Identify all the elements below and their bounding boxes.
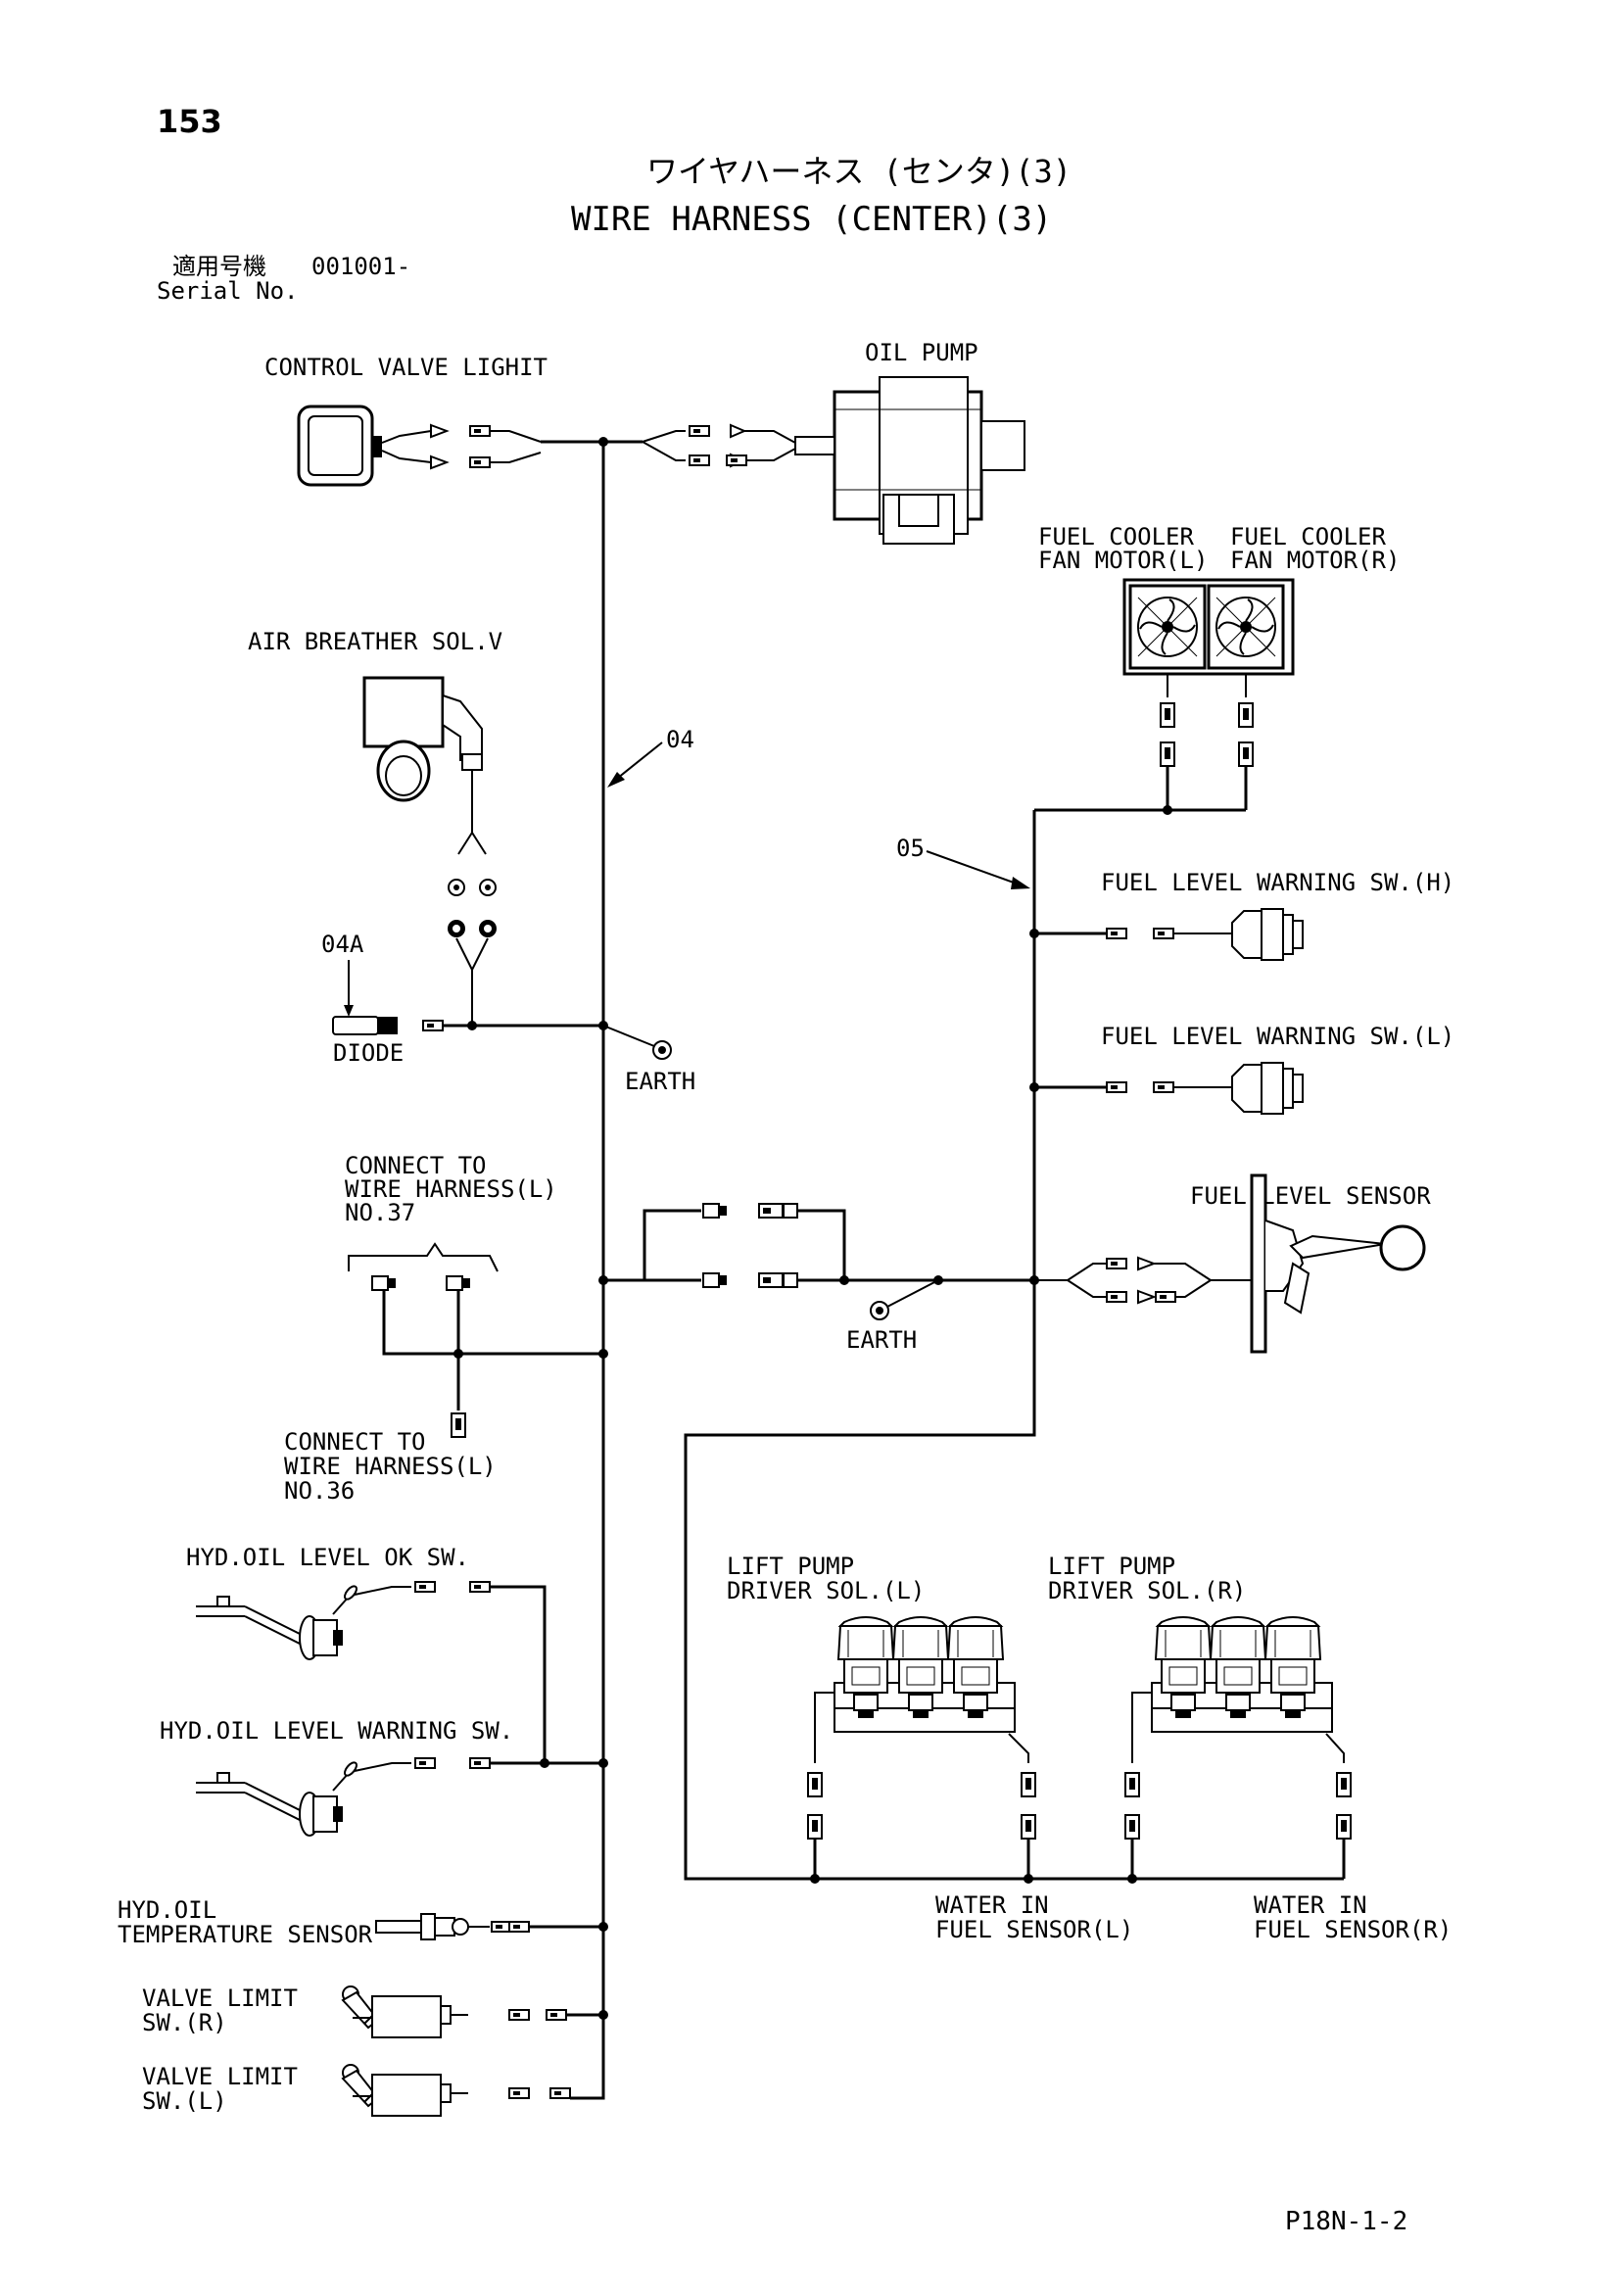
fuel-cooler-fan-motor-r-icon <box>1207 584 1285 670</box>
label-connect37-line1: CONNECT TO <box>345 1152 487 1179</box>
label-fuel-cooler-r-line1: FUEL COOLER <box>1230 523 1386 550</box>
label-hyd-oil-level-ok: HYD.OIL LEVEL OK SW. <box>186 1544 469 1571</box>
label-fuel-level-warning-h: FUEL LEVEL WARNING SW.(H) <box>1101 869 1454 896</box>
lift-pump-driver-sol-r-icon <box>1151 1616 1333 1733</box>
hyd-oil-level-warning-switch-icon <box>195 1759 360 1837</box>
label-earth-lower: EARTH <box>846 1326 917 1354</box>
label-fuel-level-warning-l: FUEL LEVEL WARNING SW.(L) <box>1101 1023 1454 1050</box>
oil-pump-icon <box>794 376 1025 545</box>
label-hyd-oil-temp-line1: HYD.OIL <box>118 1896 216 1924</box>
label-lift-pump-r-line1: LIFT PUMP <box>1048 1553 1175 1580</box>
harness-05-leader <box>926 850 1030 889</box>
connect-no37-group <box>348 1242 608 1411</box>
hyd-oil-level-warning-wiring <box>354 1757 608 1772</box>
page-number: 153 <box>157 103 222 140</box>
connect-no36-connector <box>451 1412 466 1438</box>
control-valve-light-icon <box>297 405 382 487</box>
label-connect37-line3: NO.37 <box>345 1199 415 1226</box>
label-fuel-cooler-r-line2: FAN MOTOR(R) <box>1230 547 1400 574</box>
label-oil-pump: OIL PUMP <box>865 339 978 366</box>
hyd-oil-level-ok-switch-icon <box>195 1583 360 1660</box>
center-connector-group <box>598 1203 1039 1288</box>
control-valve-light-wiring <box>381 423 603 470</box>
diode-connector <box>332 1016 444 1035</box>
hyd-oil-temperature-sensor-icon <box>375 1913 490 1940</box>
label-harness-05: 05 <box>896 835 925 862</box>
harness-05-trunk <box>684 810 1344 1881</box>
label-connect36-line1: CONNECT TO <box>284 1428 426 1456</box>
valve-limit-switch-r-icon <box>342 1985 469 2038</box>
label-fuel-level-sensor: FUEL LEVEL SENSOR <box>1190 1182 1431 1210</box>
valve-limit-switch-l-icon <box>342 2064 469 2117</box>
footer-page-code: P18N-1-2 <box>1285 2207 1407 2236</box>
label-valve-limit-l-line1: VALVE LIMIT <box>142 2063 298 2090</box>
label-water-in-l-line1: WATER IN <box>935 1891 1049 1919</box>
label-harness-04: 04 <box>666 726 694 753</box>
label-fuel-cooler-l-line2: FAN MOTOR(L) <box>1038 547 1208 574</box>
label-connect37-line2: WIRE HARNESS(L) <box>345 1175 557 1203</box>
harness-04-leader <box>607 741 663 788</box>
valve-limit-switch-l-wiring <box>508 2087 571 2099</box>
serial-label-english: Serial No. <box>157 277 299 305</box>
label-lift-pump-l-line2: DRIVER SOL.(L) <box>727 1577 925 1604</box>
label-water-in-r-line2: FUEL SENSOR(R) <box>1254 1916 1452 1943</box>
label-fuel-cooler-l-line1: FUEL COOLER <box>1038 523 1194 550</box>
label-valve-limit-r-line2: SW.(R) <box>142 2009 227 2036</box>
label-air-breather: AIR BREATHER SOL.V <box>248 628 502 655</box>
air-breather-wiring <box>431 770 603 1030</box>
fuel-level-sensor-wiring <box>1034 1256 1212 1305</box>
label-valve-limit-l-line2: SW.(L) <box>142 2087 227 2115</box>
label-lift-pump-r-line2: DRIVER SOL.(R) <box>1048 1577 1246 1604</box>
oil-pump-wiring <box>603 423 796 468</box>
serial-number-value: 001001- <box>311 253 410 280</box>
title-english: WIRE HARNESS (CENTER)(3) <box>571 200 1052 239</box>
label-hyd-oil-temp-line2: TEMPERATURE SENSOR <box>118 1921 373 1948</box>
hyd-oil-level-ok-wiring <box>354 1581 547 1763</box>
serial-label-japanese: 適用号機 <box>172 253 266 280</box>
label-hyd-oil-level-warning: HYD.OIL LEVEL WARNING SW. <box>160 1717 513 1745</box>
label-valve-limit-r-line1: VALVE LIMIT <box>142 1985 298 2012</box>
harness-04-junction-dots <box>598 437 608 1030</box>
label-harness-04a: 04A <box>321 931 364 958</box>
hyd-oil-temperature-wiring <box>491 1921 608 1933</box>
label-connect36-line3: NO.36 <box>284 1477 355 1505</box>
fuel-level-warning-h-icon <box>1231 908 1304 961</box>
valve-limit-switch-r-wiring <box>508 2009 608 2021</box>
label-earth-upper: EARTH <box>625 1068 695 1095</box>
lift-pump-driver-sol-l-icon <box>834 1616 1016 1733</box>
label-water-in-l-line2: FUEL SENSOR(L) <box>935 1916 1133 1943</box>
earth-upper-terminal <box>602 1025 672 1060</box>
label-connect36-line2: WIRE HARNESS(L) <box>284 1453 497 1480</box>
title-japanese: ワイヤハーネス (センタ)(3) <box>646 153 1072 190</box>
fuel-level-warning-l-wiring <box>1029 1081 1232 1093</box>
fuel-cooler-wiring <box>1034 674 1254 815</box>
fuel-level-warning-h-wiring <box>1029 928 1232 939</box>
fuel-level-sensor-icon <box>1211 1173 1426 1354</box>
earth-lower-terminal <box>870 1279 939 1320</box>
harness-04-trunk <box>570 441 605 2100</box>
label-control-valve-light: CONTROL VALVE LIGHIT <box>264 354 548 381</box>
fuel-level-warning-l-icon <box>1231 1062 1304 1115</box>
label-water-in-r-line1: WATER IN <box>1254 1891 1367 1919</box>
harness-04a-leader <box>344 960 354 1017</box>
air-breather-solenoid-icon <box>362 676 483 802</box>
lift-pump-wiring <box>807 1692 1352 1884</box>
label-diode: DIODE <box>333 1039 404 1067</box>
label-lift-pump-l-line1: LIFT PUMP <box>727 1553 854 1580</box>
